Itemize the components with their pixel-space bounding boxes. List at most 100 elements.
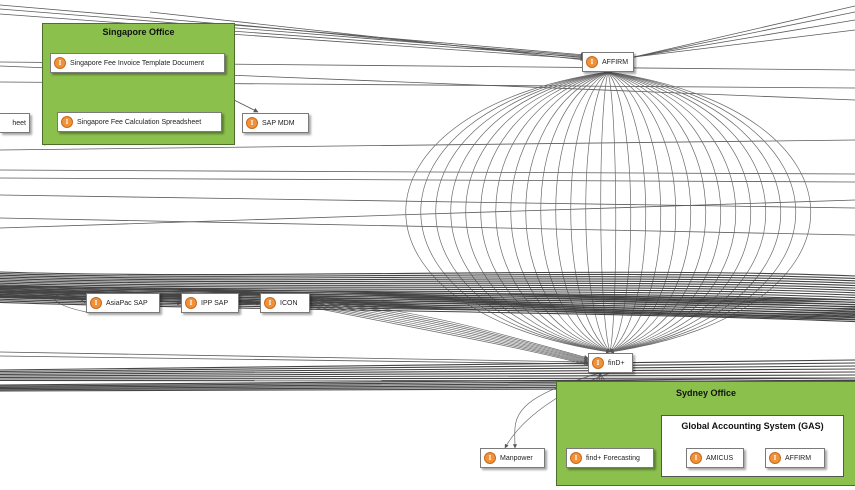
edge-line [607,71,632,353]
edge-line [600,71,611,353]
edge-line [0,8,586,57]
node-label: AMICUS [706,454,734,462]
edge-line [0,365,855,374]
edge-line [0,374,855,379]
edge-line [607,71,647,353]
node-sap-mdm[interactable]: I SAP MDM [242,113,309,133]
edge-line [309,304,589,364]
group-title-gas: Global Accounting System (GAS) [681,421,824,431]
edge-line [0,274,855,282]
node-find-plus[interactable]: I finD+ [588,353,633,373]
node-spreadsheet-fragment[interactable]: heet [0,113,30,133]
information-icon: I [61,116,73,128]
node-icon[interactable]: I ICON [260,293,310,313]
edge-line [0,368,855,376]
node-label: AsiaPac SAP [106,299,148,307]
edge-line [0,277,855,287]
edge-line [0,169,855,175]
information-icon: I [185,297,197,309]
edge-line [495,71,611,354]
edge-line [0,287,855,305]
node-label: ICON [280,299,298,307]
edge-line [405,71,611,354]
group-title-singapore: Singapore Office [102,27,175,37]
edge-line [607,71,721,354]
node-label: SAP MDM [262,119,295,127]
edge-line [607,71,661,353]
edge-line [0,217,855,236]
edge-line [607,71,796,353]
edge-line [633,5,855,58]
node-ipp-sap[interactable]: I IPP SAP [181,293,239,313]
edge-line [525,71,611,353]
edge-line [0,199,855,229]
edge-line [607,71,812,354]
information-icon: I [690,452,702,464]
information-icon: I [769,452,781,464]
edge-line [309,306,589,366]
node-affirm-top[interactable]: I AFFIRM [582,52,634,72]
edge-line [0,276,855,284]
edge-line [309,305,589,366]
edge-line [0,351,589,365]
edge-line [309,303,589,364]
node-label: Singapore Fee Invoice Template Document [70,59,205,67]
edge-line [450,71,611,354]
node-manpower[interactable]: I Manpower [480,448,545,468]
group-title-sydney: Sydney Office [675,388,737,398]
node-label: Manpower [500,454,533,462]
edge-line [0,194,855,209]
edge-line [0,139,855,151]
node-singapore-fee-calculation[interactable]: I Singapore Fee Calculation Spreadsheet [57,112,222,132]
information-icon: I [90,297,102,309]
edge-line [555,71,611,353]
information-icon: I [586,56,598,68]
node-label: AFFIRM [602,58,629,66]
edge-line [0,286,855,303]
edge-line [0,13,586,60]
node-affirm-gas[interactable]: I AFFIRM [765,448,825,468]
node-label: IPP SAP [201,299,229,307]
node-find-forecasting[interactable]: I find+ Forecasting [566,448,654,468]
edge-line [633,11,855,58]
edge-line [0,282,855,294]
edge-line [229,33,586,62]
edge-line [633,19,855,58]
edge-line [0,362,855,373]
node-label: heet [12,119,26,127]
edge-line [0,377,855,386]
edge-line [0,355,589,365]
edge-line [607,71,707,353]
node-label: Singapore Fee Calculation Spreadsheet [77,118,202,126]
edge-line [0,377,855,380]
information-icon: I [264,297,276,309]
edge-line [607,71,691,353]
edge-line [0,273,855,279]
information-icon: I [592,357,604,369]
information-icon: I [246,117,258,129]
edge-line [0,281,855,291]
edge-line [607,71,677,353]
edge-line [570,71,611,353]
node-label: AFFIRM [785,454,812,462]
information-icon: I [570,452,582,464]
edge-line [607,71,767,354]
edge-line [0,289,855,308]
edge-line [510,71,611,353]
edge-line [309,302,589,362]
edge-line [607,71,617,353]
edge-line [585,71,611,353]
node-asiapac-sap[interactable]: I AsiaPac SAP [86,293,160,313]
edge-line [229,23,586,59]
edge-line [633,29,855,58]
edge-line [0,359,855,371]
node-singapore-fee-invoice[interactable]: I Singapore Fee Invoice Template Documen… [50,53,225,73]
information-icon: I [484,452,496,464]
edge-line [0,285,855,301]
edge-line [0,271,855,277]
node-amicus[interactable]: I AMICUS [686,448,744,468]
edge-line [149,11,586,61]
node-label: find+ Forecasting [586,454,640,462]
edge-line [0,177,855,183]
node-label: finD+ [608,359,625,367]
